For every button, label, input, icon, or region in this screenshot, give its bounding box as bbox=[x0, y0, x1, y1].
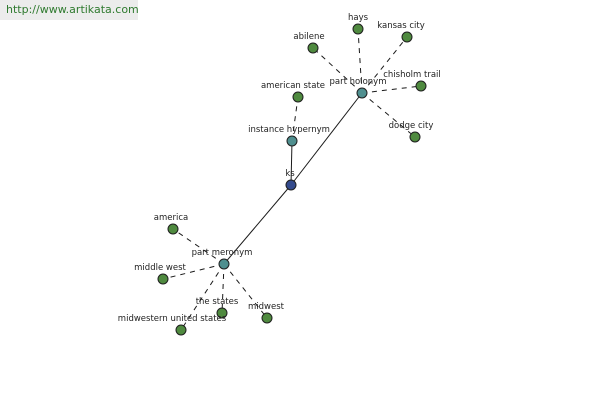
relation-label-part-meronym: part meronym bbox=[192, 248, 253, 258]
leaf-node-hays[interactable] bbox=[352, 23, 364, 35]
edge-abilene bbox=[312, 47, 363, 94]
relation-node-part-holonym[interactable] bbox=[356, 87, 368, 99]
leaf-label-abilene: abilene bbox=[293, 32, 324, 42]
leaf-node-the-states[interactable] bbox=[216, 307, 228, 319]
leaf-label-kansas-city: kansas city bbox=[377, 21, 425, 31]
edge-american-state bbox=[291, 96, 299, 142]
leaf-label-hays: hays bbox=[348, 13, 369, 23]
edge-midwestern-united-states bbox=[180, 263, 225, 331]
edge-the-states bbox=[221, 263, 225, 314]
graph-nodes bbox=[157, 23, 427, 336]
leaf-label-dodge-city: dodge city bbox=[389, 121, 434, 131]
center-node[interactable] bbox=[285, 179, 297, 191]
leaf-label-midwestern-united-states: midwestern united states bbox=[118, 314, 227, 324]
leaf-label-midwest: midwest bbox=[248, 302, 285, 312]
edge-middle-west bbox=[162, 263, 225, 280]
edge-hays bbox=[357, 28, 363, 94]
edge-dodge-city bbox=[361, 92, 416, 138]
edge-kansas-city bbox=[361, 36, 408, 94]
leaf-node-midwestern-united-states[interactable] bbox=[175, 324, 187, 336]
relation-node-part-meronym[interactable] bbox=[218, 258, 230, 270]
graph-edges bbox=[162, 28, 422, 331]
leaf-node-kansas-city[interactable] bbox=[401, 31, 413, 43]
leaf-label-the-states: the states bbox=[196, 297, 239, 307]
leaf-label-america: america bbox=[154, 213, 188, 223]
graph-labels: ks instance hypernym american state part ho… bbox=[118, 13, 441, 324]
leaf-label-american-state: american state bbox=[261, 81, 325, 91]
leaf-node-american-state[interactable] bbox=[292, 91, 304, 103]
center-node-label: ks bbox=[285, 169, 295, 179]
leaf-node-chisholm-trail[interactable] bbox=[415, 80, 427, 92]
relation-node-instance-hypernym[interactable] bbox=[286, 135, 298, 147]
leaf-node-midwest[interactable] bbox=[261, 312, 273, 324]
edge-midwest bbox=[223, 263, 268, 319]
edge-part-meronym bbox=[223, 184, 292, 265]
leaf-label-chisholm-trail: chisholm trail bbox=[383, 70, 441, 80]
leaf-node-middle-west[interactable] bbox=[157, 273, 169, 285]
edge-instance-hypernym bbox=[290, 140, 293, 186]
relation-label-part-holonym: part holonym bbox=[330, 77, 387, 87]
leaf-label-middle-west: middle west bbox=[134, 263, 186, 273]
leaf-node-dodge-city[interactable] bbox=[409, 131, 421, 143]
edge-part-holonym bbox=[290, 92, 363, 186]
relation-label-instance-hypernym: instance hypernym bbox=[248, 125, 330, 135]
edge-chisholm-trail bbox=[361, 85, 422, 94]
leaf-node-abilene[interactable] bbox=[307, 42, 319, 54]
edge-america bbox=[172, 228, 225, 265]
leaf-node-america[interactable] bbox=[167, 223, 179, 235]
watermark-url[interactable]: http://www.artikata.com bbox=[0, 0, 139, 20]
